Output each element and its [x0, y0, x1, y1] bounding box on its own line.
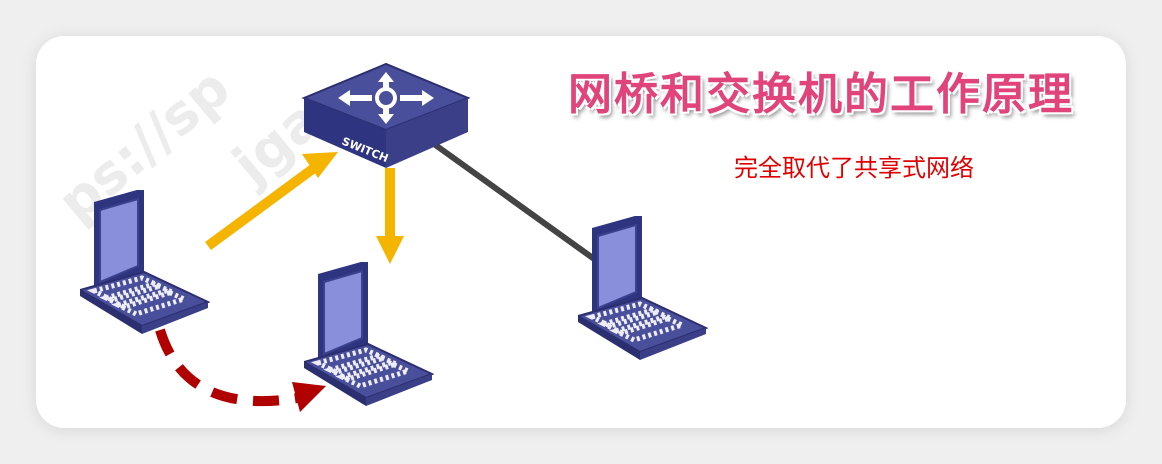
flow-arrow-head [302, 152, 338, 178]
flow-arrow-to-switch [205, 163, 317, 251]
switch-icon: SWITCH [301, 62, 471, 168]
laptop-left-icon [80, 188, 208, 334]
laptop-center-icon [304, 260, 432, 406]
logical-path-arrow [155, 328, 299, 407]
slide-card: ps://sp jgao [36, 36, 1126, 428]
slide-subtitle: 完全取代了共享式网络 [734, 154, 974, 182]
logical-path-arrow-head [292, 382, 326, 412]
laptop-right-icon [578, 214, 706, 360]
network-diagram: SWITCH [36, 62, 1126, 412]
slide-title: 网桥和交换机的工作原理 [568, 69, 1074, 120]
flow-arrow-head [376, 236, 404, 264]
